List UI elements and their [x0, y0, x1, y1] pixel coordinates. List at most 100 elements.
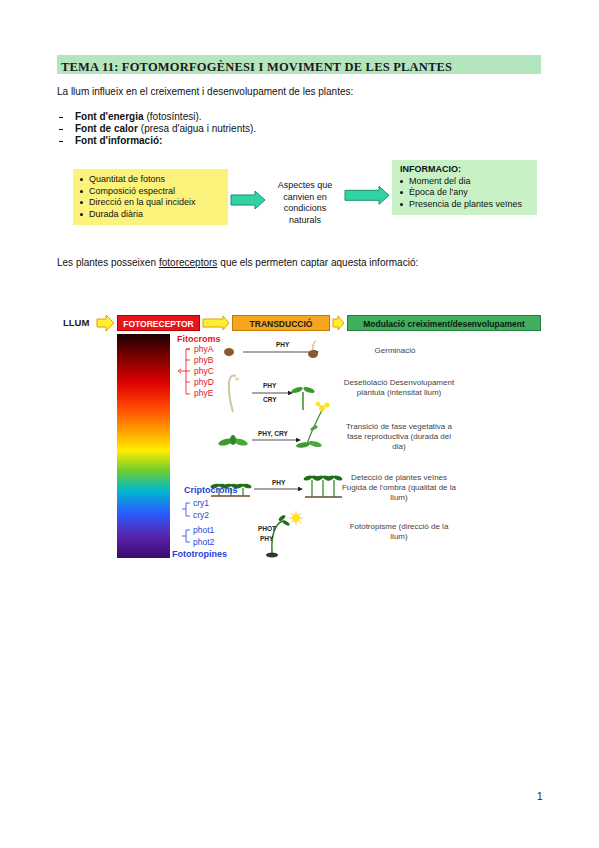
node-text: Modulació creiximent/desenvolupament	[352, 318, 536, 330]
block-arrow	[203, 316, 229, 330]
block-arrow	[333, 316, 344, 330]
receptor-name: phot2	[193, 537, 214, 547]
node-text: Composició espectral	[89, 186, 222, 198]
paragraph-part: La llum influeix en el creixement i dese…	[57, 86, 353, 97]
receptor-name: phyB	[194, 355, 213, 365]
phototropism-figure	[266, 511, 303, 558]
receptor-name: phot1	[193, 525, 214, 535]
receptor-name-part: phyD	[194, 377, 214, 387]
node-text: Quantitat de fotons	[89, 174, 222, 186]
response-text-part: Germinació	[375, 346, 416, 355]
receptor-name-part: phot2	[193, 537, 214, 547]
paragraph: Les plantes posseixenfotoreceptorsque el…	[57, 257, 418, 269]
signal-label: PHOT	[258, 525, 276, 532]
paragraph-part: que els permeten captar aquesta informac…	[220, 257, 418, 268]
group-name: Criptocroms	[184, 485, 238, 495]
signal-label-part: PHY	[272, 479, 285, 486]
title-band: TEMA 11: FOTOMORFOGÈNESI I MOVIMENT DE L…	[57, 55, 541, 74]
bullet-line-part: Font d'informació:	[75, 135, 162, 146]
bullet-line-part: Font d'energia	[75, 111, 144, 122]
group-name: Fototropines	[172, 549, 227, 559]
signal-label-part: PHY	[276, 341, 289, 348]
signal-label-part: PHOT	[258, 525, 276, 532]
receptor-name-part: phyE	[194, 388, 213, 398]
page-number-part: 1	[537, 791, 543, 802]
signal-label-part: PHY	[263, 382, 276, 389]
group-name: Fitocroms	[177, 334, 221, 344]
bullet-line-part: (fotosíntesi).	[147, 111, 202, 122]
group-name-part: Fototropines	[172, 549, 227, 559]
paragraph-part: Les plantes posseixen	[57, 257, 156, 268]
node-text: Presencia de plantes veïnes	[409, 199, 531, 211]
bullet-line: Font d'energia(fotosíntesi).	[75, 111, 202, 123]
factor-box: Quantitat de fotonsComposició espectralD…	[73, 169, 228, 225]
flowering-figure	[217, 402, 329, 449]
signal-label: PHY	[263, 382, 276, 389]
node-text: Època de l'any	[409, 187, 531, 199]
paragraph-part: fotoreceptors	[159, 257, 217, 268]
node-text: Aspectes que canvien en condicions natur…	[268, 180, 342, 226]
deetiolation-figure	[229, 376, 316, 412]
aspect-text-node: Aspectes que canvien en condicions natur…	[268, 180, 342, 226]
paragraph: La llum influeix en el creixement i dese…	[57, 86, 353, 98]
response-text-part: Fototropisme (direcció de la llum)	[350, 522, 449, 541]
group-name-part: Fitocroms	[177, 334, 221, 344]
response-text: Germinació	[345, 346, 445, 356]
bullet-line: Font de calor(presa d'aigua i nutrients)…	[75, 123, 256, 135]
header-box: TRANSDUCCIÓ	[232, 315, 330, 331]
node-text: INFORMACIO:	[400, 164, 531, 176]
response-text: Transició de fase vegetativa a fase repr…	[343, 422, 455, 452]
response-text-part: Transició de fase vegetativa a fase repr…	[346, 422, 452, 451]
receptor-name-part: phot1	[193, 525, 214, 535]
block-arrow	[345, 186, 389, 204]
phy-bracket	[178, 349, 190, 394]
node-text: FOTORECEPTOR	[122, 318, 195, 330]
signal-label: PHY, CRY	[258, 430, 288, 437]
bullet-line-part: (presa d'aigua i nutrients).	[141, 123, 256, 134]
receptor-name: cry2	[193, 510, 209, 520]
receptor-name-part: phyB	[194, 355, 213, 365]
bullet-line-part: Font de calor	[75, 123, 138, 134]
page-number: 1	[537, 791, 543, 802]
information-box: INFORMACIO:Moment del diaÈpoca de l'anyP…	[392, 160, 537, 215]
node-text: Direcció en la qual incideix	[89, 197, 222, 209]
header-box: Modulació creiximent/desenvolupament	[347, 315, 541, 331]
node-text: TRANSDUCCIÓ	[237, 318, 325, 330]
bullet-line: Font d'informació:	[75, 135, 162, 147]
receptor-name-part: cry2	[193, 510, 209, 520]
node-text: Moment del dia	[409, 176, 531, 188]
signal-label: PHY	[272, 479, 285, 486]
signal-label: PHY	[276, 341, 289, 348]
receptor-name: phyA	[194, 344, 213, 354]
response-text: Desetiolació Desenvolupament plàntula (i…	[340, 378, 458, 398]
header-box: FOTORECEPTOR	[117, 315, 200, 331]
germination-figure	[224, 341, 318, 358]
response-text-part: Detecció de plantes veïnes Fugida de l'o…	[342, 473, 456, 502]
signal-label-part: PHY	[260, 535, 273, 542]
spectrum-bar	[117, 334, 170, 558]
bullet-dashes	[59, 118, 63, 142]
receptor-name: cry1	[193, 498, 209, 508]
response-text: Fototropisme (direcció de la llum)	[345, 522, 453, 542]
light-label: LLUM	[63, 317, 89, 328]
light-arrow	[97, 315, 114, 331]
node-text: Durada diària	[89, 209, 222, 221]
receptor-name-part: phyA	[194, 344, 213, 354]
light-label-part: LLUM	[63, 317, 89, 328]
signal-label: CRY	[263, 396, 276, 403]
title-text: TEMA 11: FOTOMORFOGÈNESI I MOVIMENT DE L…	[61, 60, 452, 74]
signal-label-part: PHY, CRY	[258, 430, 288, 437]
receptor-name: phyD	[194, 377, 214, 387]
receptor-name: phyE	[194, 388, 213, 398]
block-arrow	[231, 191, 265, 209]
signal-label: PHY	[260, 535, 273, 542]
cry-phot-brackets	[182, 503, 190, 542]
receptor-name-part: phyC	[194, 366, 214, 376]
signal-label-part: CRY	[263, 396, 276, 403]
response-text: Detecció de plantes veïnes Fugida de l'o…	[340, 473, 458, 503]
receptor-name-part: cry1	[193, 498, 209, 508]
group-name-part: Criptocroms	[184, 485, 238, 495]
response-text-part: Desetiolació Desenvolupament plàntula (i…	[344, 378, 454, 397]
receptor-name: phyC	[194, 366, 214, 376]
